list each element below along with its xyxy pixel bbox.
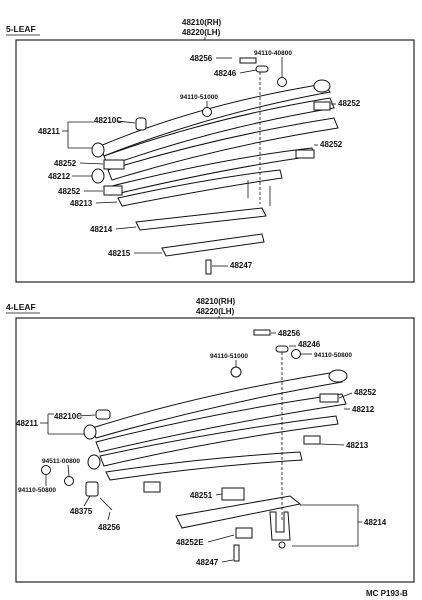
label-48252e: 48252E [176,538,204,547]
label-94110-50800-a: 94110-50800 [314,352,352,359]
leaf-spring-4 [41,329,348,562]
label-48252-b: 48252 [320,140,343,149]
label-48210c: 48210C [54,412,82,421]
section-title-4-leaf: 4-LEAF [6,302,36,312]
section-title-5-leaf: 5-LEAF [6,24,36,34]
header-label-rh: 48210(RH) [196,297,235,306]
label-48211: 48211 [38,127,60,136]
label-94110-40800: 94110-40800 [254,50,292,57]
footer-code: MC P193-B [366,589,408,598]
label-94110-51000: 94110-51000 [180,94,218,101]
header-label-rh: 48210(RH) [182,18,221,27]
leaf-spring-5 [91,57,339,275]
label-48211: 48211 [16,419,38,428]
label-48256: 48256 [278,329,301,338]
label-48210c: 48210C [94,116,122,125]
label-48252-d: 48252 [58,187,81,196]
label-48246: 48246 [298,340,321,349]
section-frame [15,317,415,583]
section-5-leaf: 5-LEAF 48210(RH) 48220(LH) [6,18,415,283]
label-48213: 48213 [346,441,369,450]
label-94110-50800-b: 94110-50800 [18,487,56,494]
label-48212: 48212 [48,172,71,181]
header-label-lh: 48220(LH) [182,28,221,37]
label-48375: 48375 [70,507,93,516]
label-94511-00800: 94511-00800 [42,458,80,465]
label-48251: 48251 [190,491,213,500]
section-frame [15,39,415,283]
label-48247: 48247 [196,558,219,567]
label-48256-b: 48256 [98,523,121,532]
label-48252-c: 48252 [54,159,77,168]
label-94110-51000: 94110-51000 [210,353,248,360]
header-label-lh: 48220(LH) [196,307,235,316]
label-48252-a: 48252 [338,99,361,108]
label-48214: 48214 [364,518,387,527]
label-48247: 48247 [230,261,253,270]
label-48213: 48213 [70,199,93,208]
label-48214: 48214 [90,225,113,234]
label-48246: 48246 [214,69,237,78]
label-48215: 48215 [108,249,131,258]
section-4-leaf: 4-LEAF 48210(RH) 48220(LH) [6,297,415,583]
label-48256: 48256 [190,54,213,63]
label-48252: 48252 [354,388,377,397]
label-48212: 48212 [352,405,375,414]
